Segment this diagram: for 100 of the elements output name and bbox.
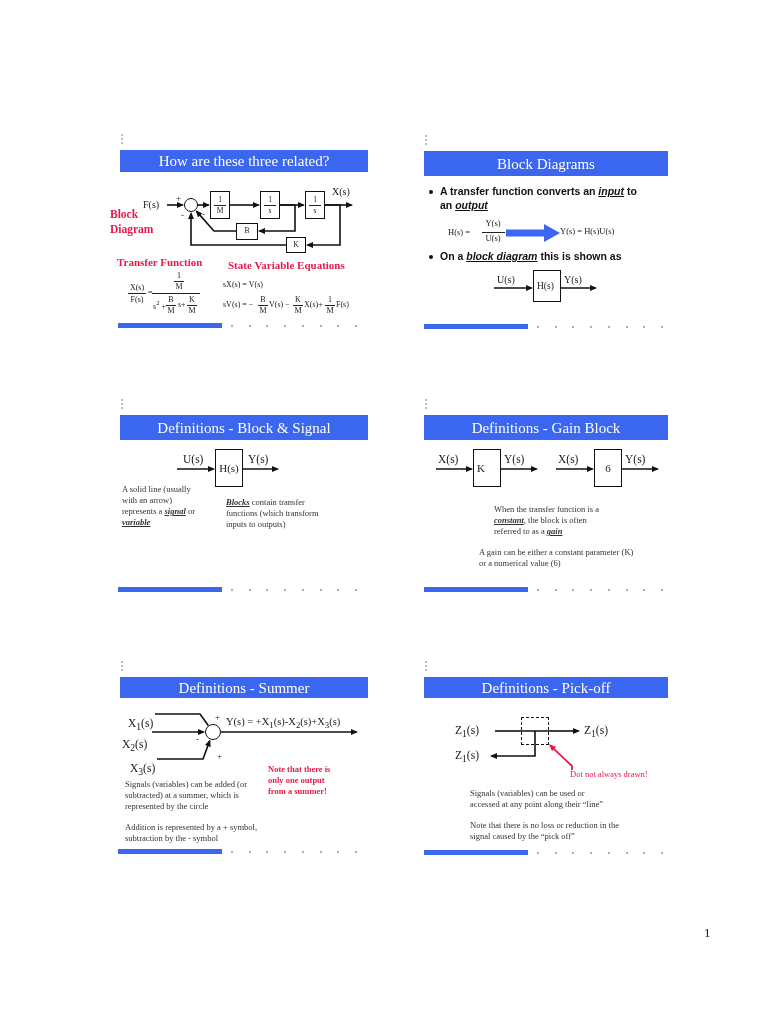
signal-label: X(s)	[438, 453, 459, 467]
equation-term: U(s)	[485, 234, 501, 244]
body-text: Blocks contain transfer functions (which transform inputs to outputs)	[226, 497, 320, 531]
signal-label: Y(s)	[564, 274, 582, 286]
signal-arrow	[195, 210, 237, 232]
leader-arrow	[549, 744, 573, 771]
signal-arrow	[188, 212, 287, 246]
block-label: H(s)	[219, 461, 239, 475]
gain-block	[286, 237, 306, 253]
slide-title-bar	[120, 415, 368, 440]
minus-sign: -	[181, 210, 184, 221]
block-label: 6	[605, 461, 611, 475]
signal-arrow	[435, 466, 473, 472]
signal-line	[494, 730, 522, 732]
signal-arrow	[490, 744, 536, 759]
slide-title-bar	[120, 150, 368, 172]
signal-arrow	[555, 466, 594, 472]
plus-sign: +	[215, 712, 221, 723]
slide-title-bar	[424, 677, 668, 698]
equation-term: M	[188, 306, 196, 316]
equation-term: K	[189, 295, 195, 305]
slide-title: How are these three related?	[158, 153, 330, 169]
section-heading: State Variable Equations	[228, 259, 345, 272]
signal-arrow	[306, 204, 341, 248]
equation-term: F(s)	[336, 300, 349, 310]
transfer-block	[533, 270, 561, 302]
equation-term: Y(s)	[485, 219, 501, 229]
signal-label: Z$_{1}$(s)	[455, 724, 479, 740]
signal-label: Y(s)	[248, 453, 269, 467]
equation-term: s$^{2}$ +	[153, 299, 166, 311]
signal-label: X$_{2}$(s)	[122, 738, 148, 754]
slide-title: Definitions - Block & Signal	[157, 420, 331, 436]
signal-arrow	[220, 729, 358, 735]
body-text: Note that there is no loss or reduction in the signal caused by the “pick off”	[470, 820, 620, 843]
signal-arrow	[493, 285, 533, 291]
signal-label: X$_{3}$(s)	[130, 762, 156, 778]
signal-label: X(s)	[558, 453, 579, 467]
signal-arrow	[166, 202, 184, 208]
equation-text: Y(s) = H(s)U(s)	[560, 227, 615, 237]
minus-sign: -	[196, 734, 199, 745]
body-text: Addition is represented by a + symbol, subtraction by the - symbol	[125, 822, 259, 845]
equation-term: sV(s) = −	[223, 300, 254, 310]
integrator-block	[260, 191, 280, 219]
equation-term: B	[260, 295, 266, 305]
summing-junction-circle	[205, 724, 221, 740]
section-heading: Transfer Function	[117, 256, 203, 269]
equation-term: M	[294, 306, 302, 316]
signal-label: Y(s)	[504, 453, 525, 467]
signal-arrow	[176, 466, 215, 472]
body-text: When the transfer function is a constant, the block is often referred to as a gain	[494, 504, 600, 538]
signal-label: Y(s) = +X$_{1}$(s)-X$_{2}$(s)+X$_{3}$(s)	[226, 716, 341, 731]
transfer-block	[210, 191, 230, 219]
signal-arrow	[156, 739, 211, 760]
slide-title: Definitions - Pick-off	[481, 680, 611, 696]
equation-term: H(s) =	[448, 228, 471, 238]
equation-term: B	[168, 295, 174, 305]
gain-block	[473, 449, 501, 487]
signal-arrow	[197, 202, 210, 208]
equation-term: X(s)+	[304, 300, 323, 310]
slide-title: Definitions - Gain Block	[471, 420, 621, 436]
gain-block	[236, 223, 258, 240]
equation-term: K	[295, 295, 301, 305]
slide-title-bar	[424, 415, 668, 440]
signal-label: U(s)	[183, 453, 204, 467]
body-text: Signals (variables) can be added (or subtracted) at a summer, which is represented by the circle	[125, 779, 249, 813]
transfer-block	[215, 449, 243, 487]
signal-label: Z$_{1}$(s)	[455, 749, 479, 765]
bullet-text: On a block diagram this is shown as	[440, 250, 622, 264]
minus-sign: -	[202, 209, 205, 220]
note-text: Note that there is only one output from a summer!	[268, 764, 332, 798]
annotation-text: Dot not always drawn!	[570, 770, 648, 780]
equation-term: M	[326, 306, 334, 316]
equation-term: 1	[177, 271, 181, 281]
gain-block	[594, 449, 622, 487]
plus-sign: +	[217, 751, 223, 762]
body-text: A gain can be either a constant parameter (K) or a numerical value (6)	[479, 547, 635, 570]
equation: sX(s) = V(s)	[223, 280, 263, 290]
signal-arrow	[151, 729, 205, 735]
signal-arrow	[621, 466, 659, 472]
bullet-text: A transfer function converts an input to an output	[440, 185, 638, 213]
pickoff-highlight-box	[521, 717, 549, 745]
slide-title: Block Diagrams	[497, 156, 595, 172]
integrator-block	[305, 191, 325, 219]
signal-arrow	[500, 466, 538, 472]
signal-label: Y(s)	[625, 453, 646, 467]
page-number: 1	[704, 926, 711, 941]
equation-term: =	[148, 288, 153, 298]
signal-label: X(s)	[332, 186, 350, 198]
summing-junction-circle	[184, 198, 198, 212]
signal-label: X$_{1}$(s)	[128, 717, 154, 733]
equation-term: M	[259, 306, 267, 316]
signal-arrow	[242, 466, 279, 472]
body-text: A solid line (usually with an arrow) represents a signal or variable	[122, 484, 196, 529]
body-text: Signals (variables) can be used or accessed at any point along their “line”	[470, 788, 605, 811]
block-label: H(s)	[537, 280, 554, 292]
signal-label: U(s)	[497, 274, 515, 286]
plus-sign: +	[176, 193, 182, 204]
signal-arrow	[548, 728, 580, 734]
slide-title: Definitions - Summer	[178, 680, 310, 696]
block-label: K	[477, 461, 485, 475]
